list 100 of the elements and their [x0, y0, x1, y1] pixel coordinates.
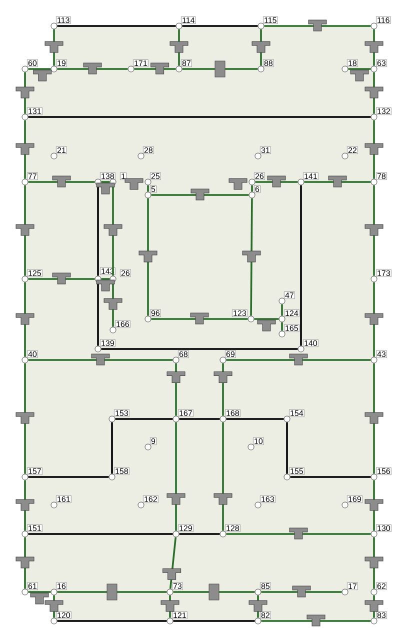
pipe-line — [28, 278, 95, 280]
junction-node: 165 — [278, 324, 300, 338]
junction-node: 69 — [220, 350, 236, 364]
junction-node: 87 — [176, 59, 192, 72]
pipe-line — [373, 537, 375, 589]
junction-node: 88 — [258, 59, 274, 72]
pipe-line — [226, 359, 371, 361]
junction-node: 131 — [22, 107, 42, 120]
pipe-line — [151, 318, 248, 320]
junction-node: 6 — [248, 185, 260, 198]
pipe-line — [348, 68, 371, 70]
pipe-line — [175, 363, 177, 416]
pipe-line — [115, 418, 173, 420]
junction-node: 120 — [50, 611, 72, 624]
pipe-line — [373, 363, 375, 474]
junction-node: 157 — [22, 467, 42, 480]
pipe-line — [28, 591, 51, 593]
junction-node: 132 — [370, 107, 392, 120]
pipe-line — [147, 198, 149, 316]
junction-node: 167 — [172, 409, 194, 422]
pipe-line — [112, 282, 114, 327]
junction-node: 116 — [370, 16, 391, 30]
junction-node: 130 — [370, 524, 392, 538]
pipe-line — [53, 29, 55, 66]
junction-node: 173 — [370, 269, 392, 282]
pipe-line — [373, 29, 375, 66]
pipe-line — [373, 185, 375, 276]
pipe-line — [111, 422, 113, 474]
pipe-line — [28, 68, 51, 70]
junction-node: 113 — [50, 16, 71, 30]
junction-node: 166 — [110, 320, 130, 334]
junction-node: 158 — [108, 467, 130, 480]
junction-node: 169 — [342, 495, 362, 508]
junction-node: 85 — [254, 582, 271, 596]
junction-node: 40 — [22, 350, 38, 364]
pipe-line — [97, 282, 99, 346]
pipe-line — [53, 595, 55, 618]
pipe-line — [373, 72, 375, 114]
junction-node: 153 — [108, 409, 130, 422]
pipe-line — [179, 533, 220, 535]
junction-node: 19 — [50, 59, 67, 72]
pipe-line — [24, 72, 26, 114]
junction-node: 5 — [144, 185, 156, 198]
pipe-line — [373, 595, 375, 618]
pipe-line — [151, 194, 249, 196]
pipe-line — [24, 282, 26, 357]
pipe-line — [300, 185, 302, 346]
pipe-line — [101, 348, 298, 350]
pipe-line — [254, 318, 279, 320]
pipe-line — [257, 595, 259, 618]
pipe-line — [28, 181, 95, 183]
junction-node: 125 — [22, 269, 42, 282]
junction-node: 68 — [172, 350, 189, 364]
junction-node: 121 — [166, 611, 188, 624]
pipe-line — [179, 418, 220, 420]
junction-node: 9 — [144, 437, 156, 450]
pipe-line — [260, 29, 262, 66]
pipe-line — [373, 480, 375, 531]
pipe-line — [251, 185, 253, 192]
pipe-line — [173, 620, 255, 622]
pipe-line — [28, 359, 173, 361]
pipe-line — [373, 120, 375, 179]
junction-node: 28 — [138, 146, 154, 160]
pipe-line — [261, 591, 342, 593]
junction-node: 171 — [128, 59, 148, 72]
junction-node: 163 — [254, 495, 276, 508]
pipe-line — [281, 304, 283, 316]
junction-node: 25 — [144, 172, 161, 186]
junction-node: 16 — [50, 582, 67, 596]
junction-node: 123 — [232, 309, 254, 322]
junction-node: 82 — [254, 611, 271, 624]
pipe-line — [57, 591, 167, 593]
junction-node: 140 — [298, 339, 318, 352]
junction-node: 22 — [342, 146, 358, 160]
pipe-line — [57, 620, 167, 622]
pipe-line — [226, 533, 371, 535]
pipe-line — [255, 181, 298, 183]
junction-node: 128 — [220, 524, 240, 538]
pipe-line — [175, 422, 177, 531]
pipe-line — [304, 181, 371, 183]
junction-node: 73 — [166, 582, 183, 596]
pipe-line — [286, 422, 288, 474]
pipe-line — [28, 533, 173, 535]
pipe-line — [281, 322, 283, 331]
junction-node: 156 — [370, 467, 392, 480]
pipe-line — [24, 537, 26, 589]
pipe-line — [134, 68, 176, 70]
junction-node: 26 — [248, 172, 265, 186]
junction-node: 124 — [278, 309, 300, 322]
junction-node: 17 — [342, 582, 358, 596]
junction-node: 31 — [254, 146, 271, 160]
pipe-line — [24, 480, 26, 531]
pipe-line — [290, 476, 371, 478]
junction-node: 151 — [22, 524, 42, 538]
pipe-line — [182, 68, 258, 70]
junction-node: 43 — [370, 350, 387, 364]
pipe-line — [169, 595, 171, 618]
junction-node: 18 — [342, 59, 358, 72]
junction-node: 139 — [94, 339, 116, 352]
pipe-line — [28, 476, 109, 478]
